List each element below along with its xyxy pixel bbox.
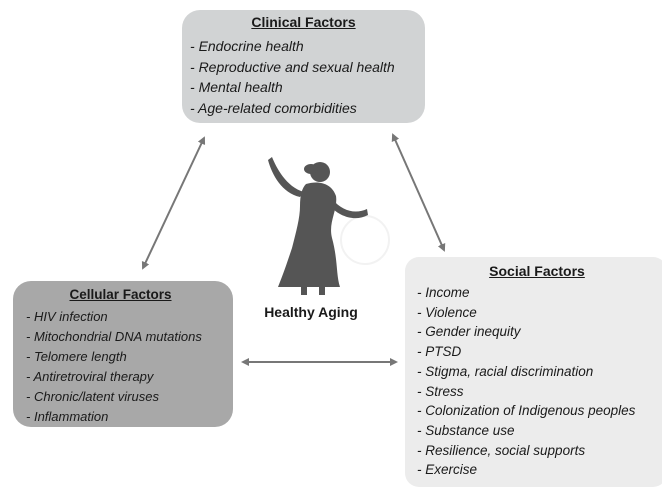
healthy-aging-label: Healthy Aging <box>264 304 358 320</box>
clinical-factors-title: Clinical Factors <box>251 14 356 30</box>
arrow-clinical-social <box>391 133 446 252</box>
list-item: Chronic/latent viruses <box>26 387 233 407</box>
list-item: Telomere length <box>26 347 233 367</box>
list-item: Stress <box>417 382 662 402</box>
cellular-factors-list: HIV infection Mitochondrial DNA mutation… <box>26 307 233 427</box>
list-item: Stigma, racial discrimination <box>417 362 662 382</box>
clinical-factors-box: Clinical Factors Endocrine health Reprod… <box>182 10 425 123</box>
list-item: Violence <box>417 303 662 323</box>
list-item: PTSD <box>417 342 662 362</box>
list-item: Inflammation <box>26 407 233 427</box>
list-item: Colonization of Indigenous peoples <box>417 401 662 421</box>
arrow-clinical-cellular <box>141 136 206 270</box>
list-item: Gender inequity <box>417 322 662 342</box>
list-item: Mitochondrial DNA mutations <box>26 327 233 347</box>
cellular-factors-title: Cellular Factors <box>69 287 172 302</box>
social-factors-title: Social Factors <box>489 263 585 279</box>
list-item: Antiretroviral therapy <box>26 367 233 387</box>
list-item: Resilience, social supports <box>417 441 662 461</box>
clinical-factors-list: Endocrine health Reproductive and sexual… <box>190 36 425 118</box>
cellular-factors-box: Cellular Factors HIV infection Mitochond… <box>13 281 233 427</box>
list-item: Income <box>417 283 662 303</box>
list-item: HIV infection <box>26 307 233 327</box>
list-item: Exercise <box>417 460 662 480</box>
diagram-canvas <box>141 133 446 366</box>
list-item: Mental health <box>190 77 425 98</box>
list-item: Endocrine health <box>190 36 425 57</box>
list-item: Age-related comorbidities <box>190 98 425 119</box>
social-factors-box: Social Factors Income Violence Gender in… <box>405 257 662 487</box>
dancing-woman-icon <box>268 157 390 295</box>
social-factors-list: Income Violence Gender inequity PTSD Sti… <box>417 283 662 480</box>
list-item: Substance use <box>417 421 662 441</box>
list-item: Reproductive and sexual health <box>190 57 425 78</box>
